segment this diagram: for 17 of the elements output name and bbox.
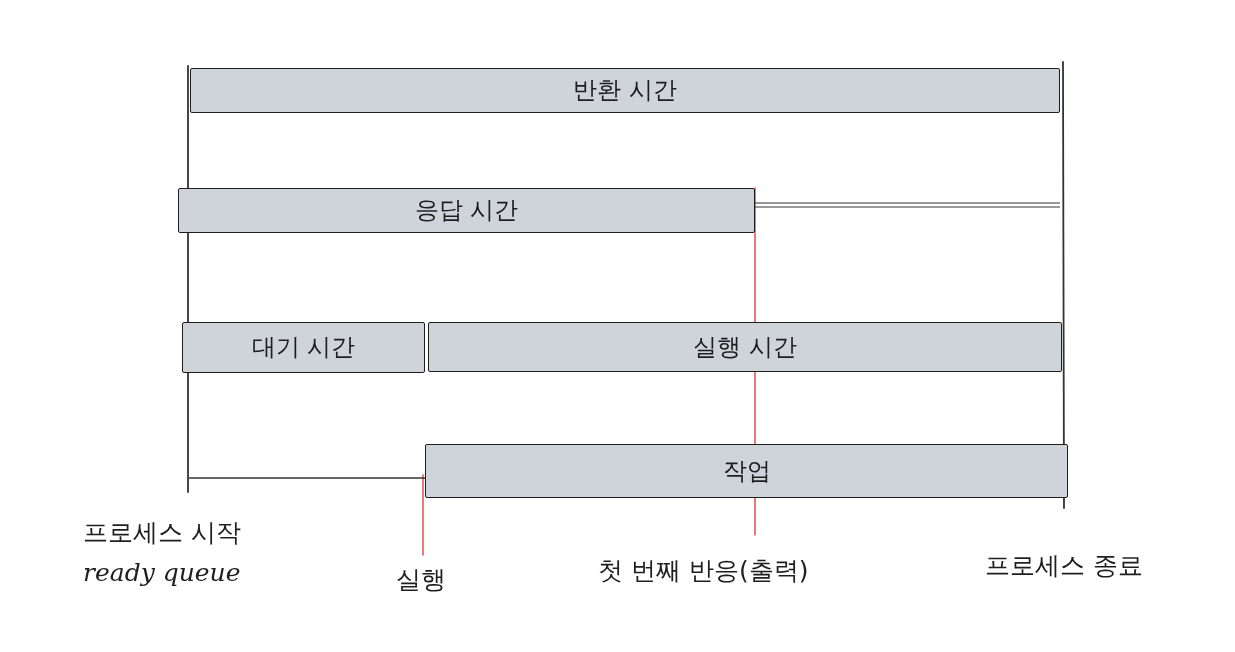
bar-label: 대기 시간 <box>251 334 356 361</box>
duration-bar <box>425 444 1068 498</box>
note-text: ready queue <box>83 558 241 588</box>
duration-bar <box>428 322 1062 372</box>
bar-label: 반환 시간 <box>573 77 677 104</box>
duration-bar <box>178 188 755 233</box>
event-label: 프로세스 종료 <box>985 551 1143 581</box>
duration-bar <box>190 68 1060 113</box>
connector-line <box>754 202 1061 208</box>
bar-label: 실행 시간 <box>693 333 797 361</box>
bar-label: 작업 <box>722 457 771 485</box>
event-label: 프로세스 시작 <box>83 518 241 548</box>
event-label: 첫 번째 반응(출력) <box>598 556 809 586</box>
duration-bar <box>182 322 425 373</box>
event-label: 실행 <box>396 565 446 595</box>
bar-label: 응답 시간 <box>414 197 519 224</box>
connector-line <box>188 477 426 479</box>
